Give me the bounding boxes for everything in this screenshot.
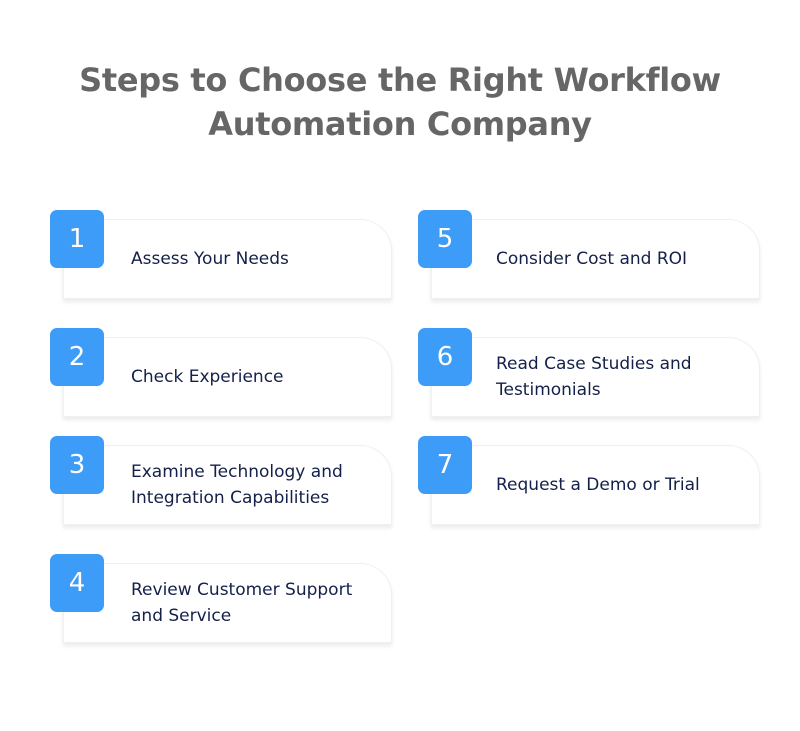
step-number-badge: 5 — [418, 210, 472, 268]
step-number-badge: 2 — [50, 328, 104, 386]
step-7: 7 Request a Demo or Trial — [418, 436, 761, 526]
step-number-badge: 1 — [50, 210, 104, 268]
step-card — [431, 337, 760, 417]
step-card — [63, 445, 392, 525]
step-5: 5 Consider Cost and ROI — [418, 210, 761, 300]
title-line-1: Steps to Choose the Right Workflow — [79, 61, 721, 99]
step-number-badge: 3 — [50, 436, 104, 494]
step-card — [63, 563, 392, 643]
step-label: Request a Demo or Trial — [496, 475, 700, 495]
step-2: 2 Check Experience — [50, 328, 393, 418]
step-card — [63, 219, 392, 299]
step-card — [63, 337, 392, 417]
step-number-badge: 7 — [418, 436, 472, 494]
step-label: Assess Your Needs — [131, 249, 289, 269]
step-1: 1 Assess Your Needs — [50, 210, 393, 300]
step-label: Consider Cost and ROI — [496, 249, 688, 269]
title-line-2: Automation Company — [208, 105, 592, 143]
step-6: 6 Read Case Studies and Testimonials — [418, 328, 761, 418]
step-label: Review Customer Support and Service — [131, 580, 353, 626]
step-card — [431, 219, 760, 299]
step-label: Examine Technology and Integration Capab… — [131, 462, 343, 508]
step-4: 4 Review Customer Support and Service — [50, 554, 393, 644]
page-title: Steps to Choose the Right Workflow Autom… — [0, 58, 800, 146]
step-card — [431, 445, 760, 525]
step-label: Check Experience — [131, 367, 284, 387]
step-3: 3 Examine Technology and Integration Cap… — [50, 436, 393, 526]
step-number-badge: 4 — [50, 554, 104, 612]
step-label: Read Case Studies and Testimonials — [496, 354, 692, 400]
step-number-badge: 6 — [418, 328, 472, 386]
